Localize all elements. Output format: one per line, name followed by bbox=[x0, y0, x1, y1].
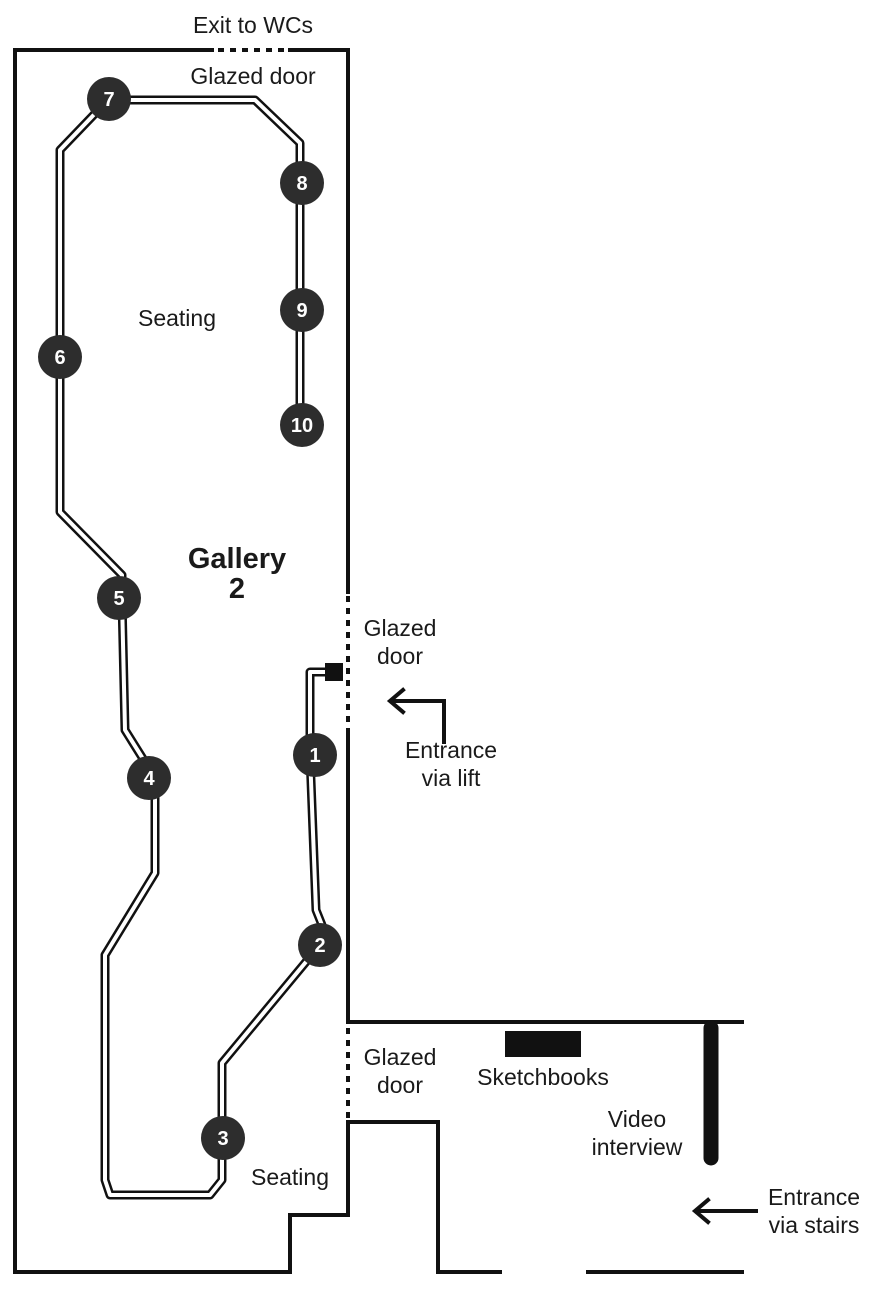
svg-text:3: 3 bbox=[217, 1128, 228, 1150]
wall-step bbox=[288, 1120, 350, 1274]
wall-lower-block bbox=[346, 1120, 502, 1274]
stop-7: 7 bbox=[87, 77, 131, 121]
stops: 1 2 3 4 5 6 7 8 bbox=[38, 77, 342, 1160]
glazed-door-mid-label-2: door bbox=[377, 643, 423, 669]
entrance-lift-label-2: via lift bbox=[422, 765, 481, 791]
svg-text:10: 10 bbox=[291, 415, 313, 437]
gallery-number: 2 bbox=[229, 573, 245, 605]
stop-8: 8 bbox=[280, 161, 324, 205]
entrance-stairs-label-1: Entrance bbox=[768, 1184, 860, 1210]
stop-5: 5 bbox=[97, 576, 141, 620]
svg-text:4: 4 bbox=[143, 768, 155, 790]
route-outline bbox=[55, 95, 339, 1200]
stop-1: 1 bbox=[293, 733, 337, 777]
stop-9: 9 bbox=[280, 288, 324, 332]
svg-text:1: 1 bbox=[309, 745, 320, 767]
video-interview-label-2: interview bbox=[592, 1134, 683, 1160]
sketchbooks-label: Sketchbooks bbox=[477, 1064, 609, 1090]
exit-wcs-label: Exit to WCs bbox=[193, 12, 313, 38]
entrance-lift-label-1: Entrance bbox=[405, 737, 497, 763]
walls bbox=[13, 48, 744, 1274]
stop-2: 2 bbox=[298, 923, 342, 967]
glazed-doors bbox=[218, 48, 350, 1118]
svg-text:9: 9 bbox=[296, 300, 307, 322]
stop-10: 10 bbox=[280, 403, 324, 447]
glazed-door-mid-label-1: Glazed bbox=[364, 615, 437, 641]
stop-3: 3 bbox=[201, 1116, 245, 1160]
svg-text:7: 7 bbox=[103, 89, 114, 111]
glazed-door-top-label: Glazed door bbox=[190, 63, 316, 89]
video-interview-label-1: Video bbox=[608, 1106, 666, 1132]
glazed-door-low-label-1: Glazed bbox=[364, 1044, 437, 1070]
svg-text:2: 2 bbox=[314, 935, 325, 957]
glazed-door-low-label-2: door bbox=[377, 1072, 423, 1098]
route-start-marker bbox=[325, 663, 343, 681]
entrance-lift-arrow bbox=[386, 687, 446, 744]
route bbox=[55, 95, 339, 1200]
stop-4: 4 bbox=[127, 756, 171, 800]
gallery-title: Gallery bbox=[188, 543, 286, 575]
sketchbooks-table bbox=[505, 1031, 581, 1057]
svg-text:8: 8 bbox=[296, 173, 307, 195]
svg-text:6: 6 bbox=[54, 347, 65, 369]
svg-text:5: 5 bbox=[113, 588, 124, 610]
entrance-stairs-arrow bbox=[691, 1197, 758, 1225]
stop-6: 6 bbox=[38, 335, 82, 379]
entrance-stairs-label-2: via stairs bbox=[769, 1212, 860, 1238]
seating-top-label: Seating bbox=[138, 305, 216, 331]
seating-bottom-label: Seating bbox=[251, 1164, 329, 1190]
